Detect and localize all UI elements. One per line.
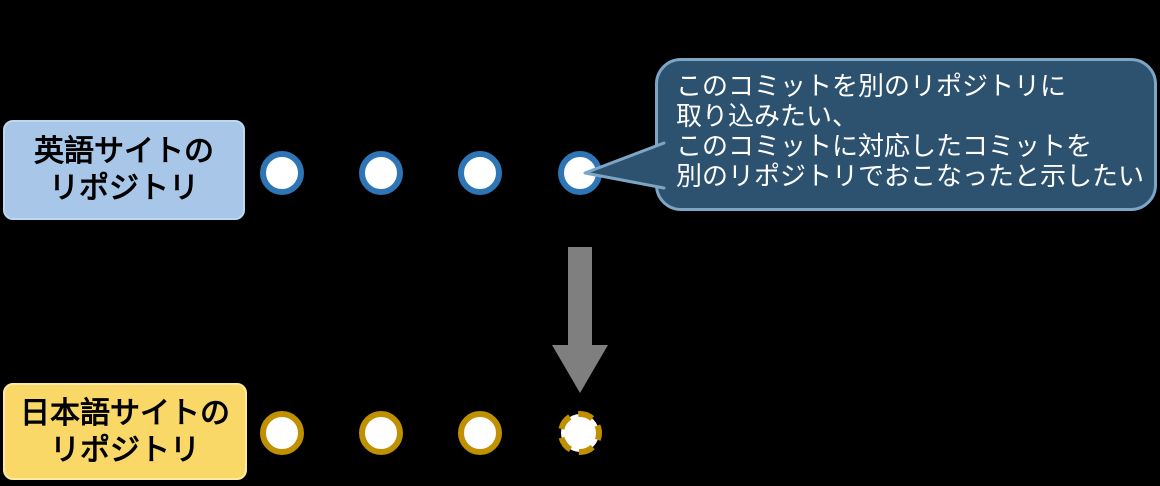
japanese-commit-2: [359, 411, 403, 455]
japanese-repo-label-line1: 日本語サイトの: [20, 396, 230, 430]
english-repo-label-box: 英語サイトの リポジトリ: [3, 120, 245, 220]
english-repo-label-line1: 英語サイトの: [34, 135, 214, 168]
english-commit-3: [458, 151, 502, 195]
english-commit-1: [260, 151, 304, 195]
japanese-commit-3: [458, 411, 502, 455]
down-arrow: [552, 247, 608, 393]
japanese-repo-label-line2: リポジトリ: [50, 433, 200, 467]
english-commit-row: [260, 151, 602, 195]
english-repo-label-line2: リポジトリ: [49, 172, 199, 205]
callout-line3: このコミットに対応したコミットを: [676, 131, 1093, 161]
callout-line4: 別のリポジトリでおこなったと示したい: [676, 161, 1145, 191]
japanese-commit-1: [260, 411, 304, 455]
english-commit-2: [359, 151, 403, 195]
callout-line2: 取り込みたい、: [676, 101, 859, 131]
japanese-commit-row: [260, 411, 602, 455]
callout-tail-pointer: [583, 140, 672, 190]
japanese-repo-label-box: 日本語サイトの リポジトリ: [3, 383, 247, 480]
japanese-commit-4-pending-dashed: [558, 411, 602, 455]
callout-line1: このコミットを別のリポジトリに: [676, 71, 1067, 101]
commit-callout-bubble: このコミットを別のリポジトリに 取り込みたい、 このコミットに対応したコミットを…: [655, 58, 1157, 211]
